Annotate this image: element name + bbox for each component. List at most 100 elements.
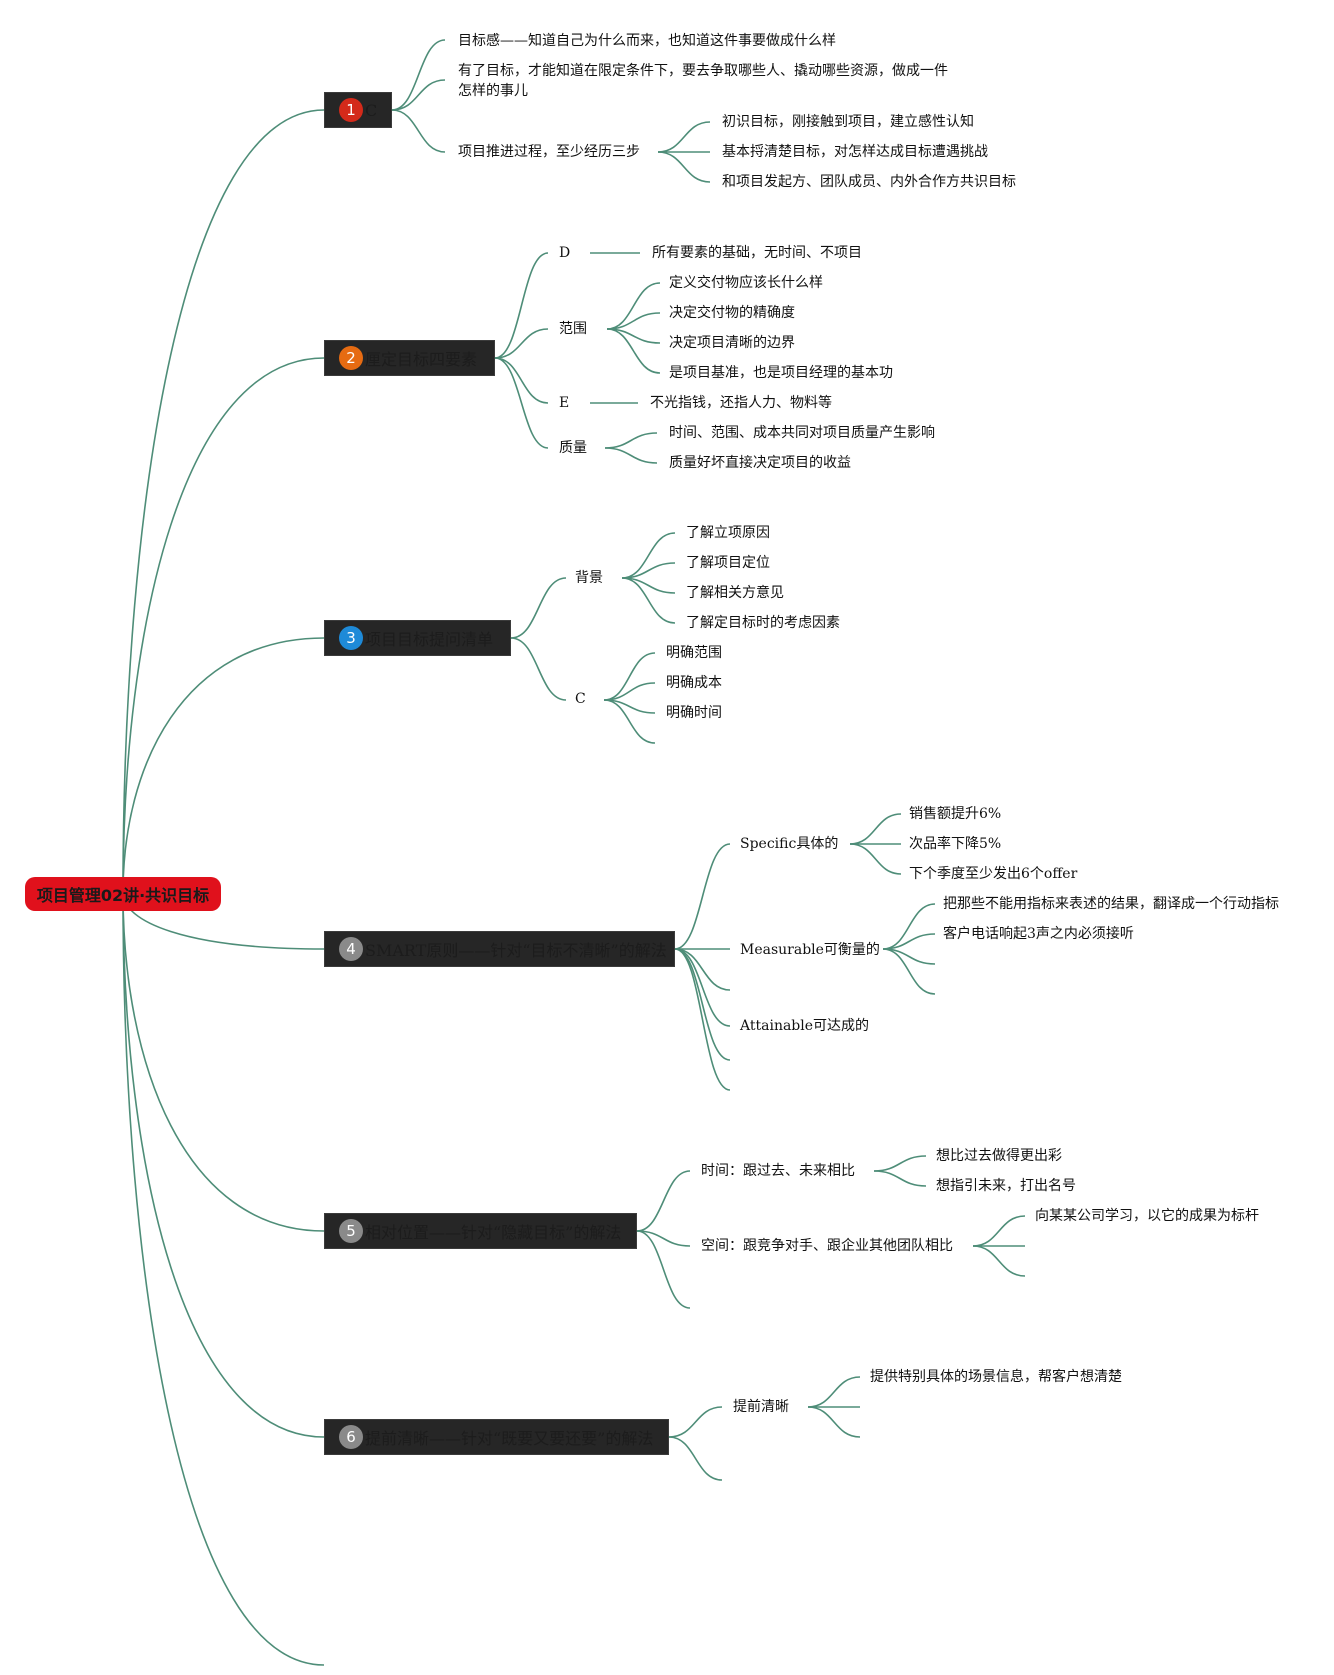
connector-line-8 <box>391 79 446 111</box>
connector-line-12 <box>657 151 711 183</box>
connector-line-25 <box>510 577 567 639</box>
b2-scope-3[interactable]: 决定项目清晰的边界 <box>669 335 795 351</box>
connector-line-5 <box>122 892 325 1438</box>
b5-space[interactable]: 空间：跟竞争对手、跟企业其他团队相比 <box>701 1238 953 1254</box>
branch-3-label: 项目目标提问清单 <box>365 630 494 649</box>
branch-2-node[interactable]: 2 厘定目标四要素 <box>324 340 495 376</box>
connector-line-51 <box>873 1155 927 1172</box>
connector-line-35 <box>674 843 731 950</box>
b3-bg-3[interactable]: 了解相关方意见 <box>686 585 784 601</box>
b2-e[interactable]: E <box>559 395 570 411</box>
connector-line-38 <box>674 948 731 1027</box>
b3-background[interactable]: 背景 <box>575 570 603 586</box>
number-6-icon: 6 <box>339 1425 363 1449</box>
b5-time-2[interactable]: 想指引未来，打出名号 <box>936 1178 1076 1194</box>
connector-line-32 <box>603 682 656 701</box>
b3-bg-1[interactable]: 了解立项原因 <box>686 525 770 541</box>
connector-line-4 <box>122 892 325 1232</box>
connector-line-49 <box>636 1230 691 1247</box>
connector-line-6 <box>122 892 325 1666</box>
b2-d[interactable]: D <box>559 245 571 261</box>
connector-line-53 <box>972 1215 1026 1247</box>
connector-line-9 <box>391 109 446 153</box>
connector-line-57 <box>668 1436 723 1481</box>
connector-line-13 <box>494 252 549 359</box>
connector-line-27 <box>621 532 676 579</box>
b4-attainable[interactable]: Attainable可达成的 <box>740 1018 870 1034</box>
b5-time-1[interactable]: 想比过去做得更出彩 <box>936 1148 1062 1164</box>
b4-specific-3[interactable]: 下个季度至少发出6个offer <box>909 866 1078 882</box>
b3-c[interactable]: C <box>575 691 586 707</box>
connector-line-56 <box>668 1406 723 1438</box>
connector-line-24 <box>604 447 658 464</box>
b2-e-detail[interactable]: 不光指钱，还指人力、物料等 <box>650 395 832 411</box>
connector-line-2 <box>122 637 325 894</box>
b4-specific[interactable]: Specific具体的 <box>740 836 839 852</box>
connector-line-16 <box>494 357 549 449</box>
b1-step-1[interactable]: 初识目标，刚接触到项目，建立感性认知 <box>722 114 974 130</box>
branch-5-label: 相对位置——针对“隐藏目标”的解法 <box>365 1223 622 1242</box>
b4-measurable-1[interactable]: 把那些不能用指标来表述的结果，翻译成一个行动指标 <box>943 896 1279 912</box>
b2-quality[interactable]: 质量 <box>559 440 587 456</box>
root-label: 项目管理02讲·共识目标 <box>36 886 210 905</box>
connector-line-43 <box>849 843 902 875</box>
b6-early[interactable]: 提前清晰 <box>733 1399 789 1415</box>
number-5-icon: 5 <box>339 1219 363 1243</box>
number-3-icon: 3 <box>339 626 363 650</box>
b4-measurable[interactable]: Measurable可衡量的 <box>740 942 880 958</box>
connector-line-50 <box>636 1230 691 1309</box>
connector-line-39 <box>674 948 731 1061</box>
b2-quality-1[interactable]: 时间、范围、成本共同对项目质量产生影响 <box>669 425 935 441</box>
connector-line-31 <box>603 652 656 701</box>
b4-specific-1[interactable]: 销售额提升6% <box>909 806 1002 822</box>
connector-line-40 <box>674 948 731 1091</box>
b2-scope-1[interactable]: 定义交付物应该长什么样 <box>669 275 823 291</box>
connector-line-47 <box>882 948 936 995</box>
b3-bg-2[interactable]: 了解项目定位 <box>686 555 770 571</box>
connector-line-60 <box>807 1406 861 1438</box>
number-2-icon: 2 <box>339 346 363 370</box>
connector-line-26 <box>510 637 567 701</box>
b1-step-2[interactable]: 基本捋清楚目标，对怎样达成目标遭遇挑战 <box>722 144 988 160</box>
connector-line-23 <box>604 432 658 449</box>
b1-item-2[interactable]: 有了目标，才能知道在限定条件下，要去争取哪些人、撬动哪些资源，做成一件怎样的事儿 <box>458 63 948 99</box>
connector-line-1 <box>122 357 325 894</box>
connector-line-21 <box>606 328 661 374</box>
branch-5-node[interactable]: 5 相对位置——针对“隐藏目标”的解法 <box>324 1213 637 1249</box>
b4-specific-2[interactable]: 次品率下降5% <box>909 836 1002 852</box>
connector-line-55 <box>972 1245 1026 1277</box>
branch-1-node[interactable]: 1 C <box>324 92 392 128</box>
branch-6-label: 提前清晰——针对“既要又要还要”的解法 <box>365 1429 654 1448</box>
connector-line-15 <box>494 357 549 404</box>
b1-step-3[interactable]: 和项目发起方、团队成员、内外合作方共识目标 <box>722 174 1016 190</box>
b5-time[interactable]: 时间：跟过去、未来相比 <box>701 1163 855 1179</box>
connector-line-18 <box>606 282 661 330</box>
root-node[interactable]: 项目管理02讲·共识目标 <box>25 877 221 911</box>
branch-4-node[interactable]: 4 SMART原则——针对“目标不清晰”的解法 <box>324 931 675 967</box>
connector-line-58 <box>807 1376 861 1408</box>
b2-scope[interactable]: 范围 <box>559 321 587 337</box>
b2-quality-2[interactable]: 质量好坏直接决定项目的收益 <box>669 455 851 471</box>
b2-d-detail[interactable]: 所有要素的基础，无时间、不项目 <box>652 245 862 261</box>
b3-c-2[interactable]: 明确成本 <box>666 675 722 691</box>
b6-early-1[interactable]: 提供特别具体的场景信息，帮客户想清楚 <box>870 1369 1122 1385</box>
b3-c-1[interactable]: 明确范围 <box>666 645 722 661</box>
branch-6-node[interactable]: 6 提前清晰——针对“既要又要还要”的解法 <box>324 1419 669 1455</box>
b2-scope-4[interactable]: 是项目基准，也是项目经理的基本功 <box>669 365 893 381</box>
connector-line-14 <box>494 328 549 359</box>
b4-measurable-2[interactable]: 客户电话响起3声之内必须接听 <box>943 926 1134 942</box>
b5-space-1[interactable]: 向某某公司学习，以它的成果为标杆 <box>1035 1208 1259 1224</box>
b1-item-3[interactable]: 项目推进过程，至少经历三步 <box>458 144 640 160</box>
connector-line-34 <box>603 699 656 744</box>
branch-2-label: 厘定目标四要素 <box>365 350 478 369</box>
connector-line-37 <box>674 948 731 991</box>
branch-3-node[interactable]: 3 项目目标提问清单 <box>324 620 511 656</box>
b1-item-1[interactable]: 目标感——知道自己为什么而来，也知道这件事要做成什么样 <box>458 33 836 49</box>
b2-scope-2[interactable]: 决定交付物的精确度 <box>669 305 795 321</box>
branch-4-label: SMART原则——针对“目标不清晰”的解法 <box>365 941 667 960</box>
connector-line-30 <box>621 577 676 624</box>
b3-c-3[interactable]: 明确时间 <box>666 705 722 721</box>
b3-bg-4[interactable]: 了解定目标时的考虑因素 <box>686 615 840 631</box>
